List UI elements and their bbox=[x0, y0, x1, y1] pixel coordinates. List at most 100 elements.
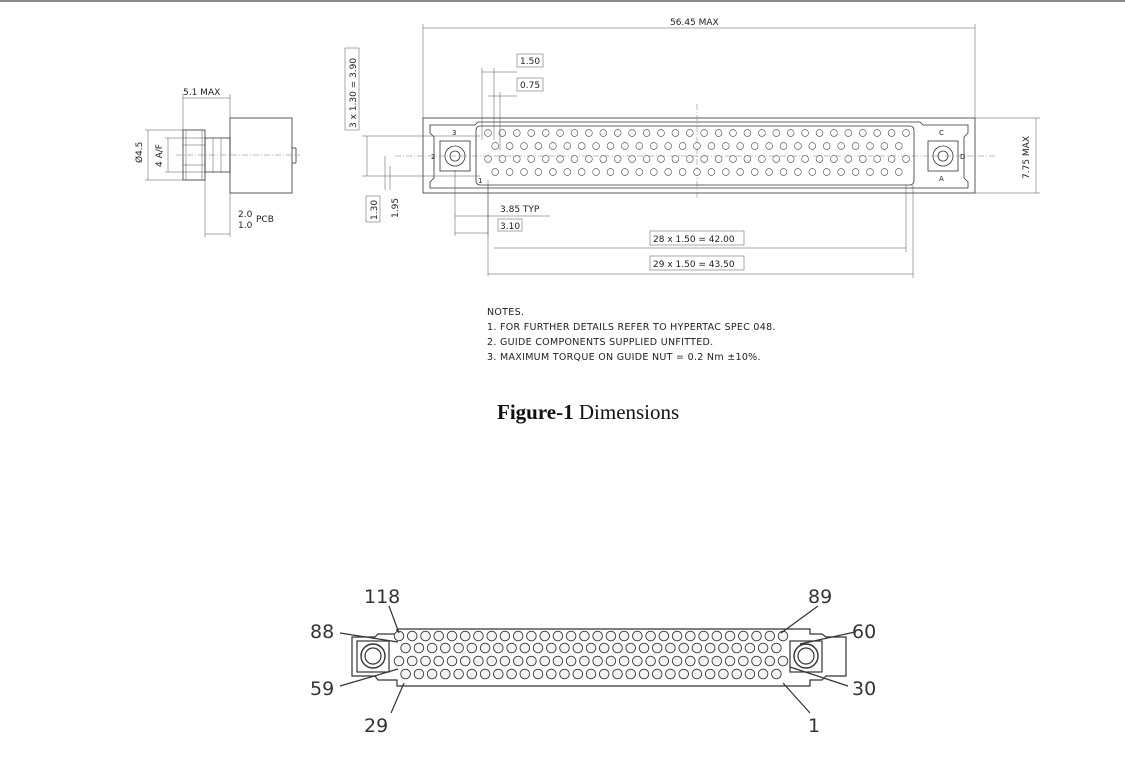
contact-pin bbox=[426, 668, 438, 680]
contact-pin bbox=[466, 642, 478, 654]
contact-pin bbox=[736, 142, 744, 150]
contact-pin bbox=[559, 668, 570, 680]
contact-pin bbox=[519, 668, 531, 680]
figure-caption-text: Dimensions bbox=[573, 400, 680, 424]
contact-pin bbox=[686, 129, 694, 137]
contact-pin bbox=[665, 642, 676, 654]
contact-pin bbox=[459, 630, 471, 642]
contact-pin bbox=[413, 642, 425, 654]
span-29-dim: 29 x 1.50 = 43.50 bbox=[653, 260, 735, 270]
contact-pin bbox=[724, 655, 736, 667]
contact-pin bbox=[541, 155, 550, 163]
contact-pin bbox=[851, 142, 860, 150]
contact-pin bbox=[549, 168, 557, 176]
contact-pin bbox=[731, 668, 742, 680]
contact-pin bbox=[446, 655, 458, 667]
typ-dim: 3.85 TYP bbox=[500, 205, 540, 215]
contact-pin bbox=[612, 668, 623, 680]
contact-pin bbox=[440, 642, 451, 654]
front-pin-array bbox=[484, 129, 910, 176]
contact-pin bbox=[651, 668, 663, 680]
contact-pin bbox=[765, 168, 773, 176]
contact-pin bbox=[592, 655, 603, 667]
contact-pin bbox=[895, 168, 903, 176]
contact-pin bbox=[632, 655, 643, 667]
contact-pin bbox=[433, 655, 444, 667]
contact-pin bbox=[651, 642, 663, 654]
contact-pin bbox=[751, 630, 762, 642]
contact-pin bbox=[613, 155, 622, 163]
contact-pin bbox=[678, 168, 687, 176]
contact-pin bbox=[786, 155, 795, 163]
contact-pin bbox=[887, 129, 896, 137]
contact-pin bbox=[664, 142, 672, 150]
contact-pin bbox=[714, 129, 723, 137]
contact-pin bbox=[552, 655, 564, 667]
pin-label-29: 29 bbox=[364, 715, 388, 737]
contact-pin bbox=[506, 642, 517, 654]
contact-pin bbox=[512, 655, 524, 667]
contact-pin bbox=[433, 630, 444, 642]
contact-pin bbox=[718, 668, 729, 680]
contact-pin bbox=[750, 142, 759, 150]
contact-pin bbox=[570, 155, 579, 163]
corner-letter-c: C bbox=[939, 129, 944, 137]
contact-pin bbox=[693, 168, 701, 176]
notes-block: NOTES. 1. FOR FURTHER DETAILS REFER TO H… bbox=[487, 305, 776, 365]
contact-pin bbox=[628, 129, 636, 137]
contact-pin bbox=[440, 668, 451, 680]
contact-pin bbox=[519, 642, 531, 654]
contact-pin bbox=[618, 655, 630, 667]
contact-pin bbox=[665, 668, 676, 680]
contact-pin bbox=[486, 655, 497, 667]
corner-number-1: 1 bbox=[478, 177, 482, 185]
contact-pin bbox=[599, 155, 607, 163]
corner-number-2: 2 bbox=[431, 153, 435, 161]
contact-pin bbox=[577, 142, 586, 150]
contact-pin bbox=[777, 630, 789, 642]
contact-pin bbox=[486, 630, 497, 642]
guide-pin bbox=[182, 129, 206, 181]
contact-pin bbox=[671, 655, 683, 667]
pcb-dim-a: 2.0 bbox=[238, 210, 253, 220]
contact-pin bbox=[873, 155, 881, 163]
contact-pin bbox=[570, 129, 579, 137]
contact-pin bbox=[406, 630, 418, 642]
contact-pin bbox=[650, 168, 658, 176]
contact-pin bbox=[777, 655, 789, 667]
contact-pin bbox=[678, 668, 689, 680]
contact-pin bbox=[902, 155, 910, 163]
contact-pin bbox=[671, 129, 680, 137]
contact-pin bbox=[779, 142, 788, 150]
contact-pin bbox=[628, 155, 636, 163]
contact-pin bbox=[541, 129, 550, 137]
contact-pin bbox=[650, 142, 658, 150]
contact-pin bbox=[552, 630, 564, 642]
contact-pin bbox=[579, 630, 590, 642]
contact-pin bbox=[638, 642, 650, 654]
contact-pin bbox=[565, 655, 577, 667]
contact-pin bbox=[704, 668, 716, 680]
contact-pin bbox=[664, 168, 672, 176]
contact-pin bbox=[505, 142, 514, 150]
note-item-2: 2. GUIDE COMPONENTS SUPPLIED UNFITTED. bbox=[487, 337, 714, 348]
contact-pin bbox=[711, 630, 723, 642]
contact-pin bbox=[498, 129, 507, 137]
contact-pin bbox=[751, 655, 762, 667]
contact-pin bbox=[400, 668, 411, 680]
contact-pin bbox=[738, 655, 749, 667]
contact-insert bbox=[475, 125, 915, 186]
contact-pin bbox=[837, 168, 845, 176]
corner-letter-d: D bbox=[960, 153, 965, 161]
contact-pin bbox=[466, 668, 478, 680]
contact-pin bbox=[605, 630, 617, 642]
contact-pin bbox=[453, 668, 464, 680]
contact-pin bbox=[642, 155, 651, 163]
half-pitch-dim: 0.75 bbox=[520, 81, 540, 91]
contact-pin bbox=[880, 168, 889, 176]
contact-pin bbox=[691, 668, 703, 680]
contact-pin bbox=[859, 129, 867, 137]
contact-pin bbox=[645, 630, 656, 642]
contact-pin bbox=[491, 168, 499, 176]
contact-pin bbox=[393, 655, 405, 667]
